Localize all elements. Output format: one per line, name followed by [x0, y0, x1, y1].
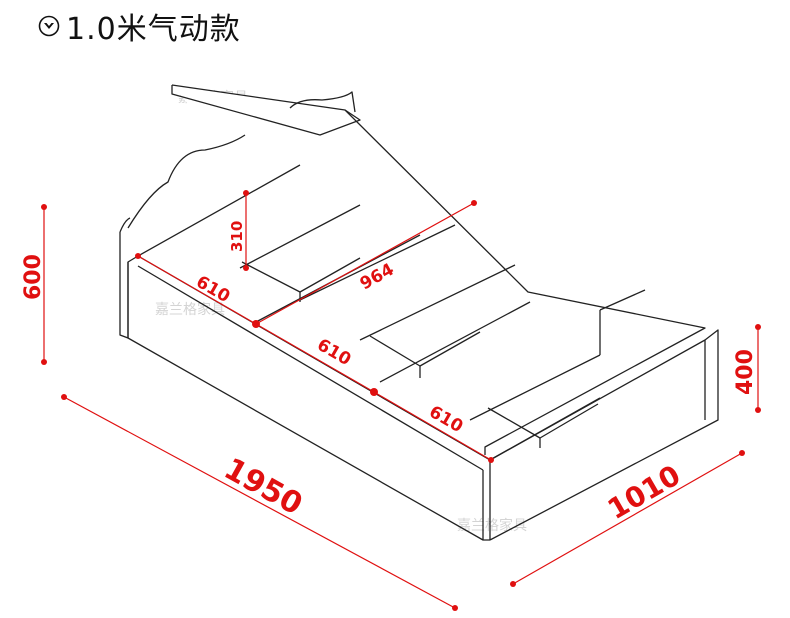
- compartment-2-label: 610: [314, 335, 355, 370]
- length-label: 1950: [218, 451, 308, 522]
- chevron-down-circle-icon: [38, 15, 60, 37]
- page-header: 1.0米气动款: [38, 4, 241, 48]
- dimension-lines: [43, 193, 759, 609]
- dimension-endpoints: [41, 190, 761, 611]
- watermark: 嘉兰格家具: [155, 301, 225, 318]
- height-label: 600: [21, 254, 46, 300]
- page-title: 1.0米气动款: [66, 12, 241, 47]
- footboard-height-label: 400: [733, 349, 758, 395]
- bed-outline: [119, 84, 719, 541]
- width-label: 1010: [602, 459, 686, 527]
- depth-label: 310: [228, 221, 246, 252]
